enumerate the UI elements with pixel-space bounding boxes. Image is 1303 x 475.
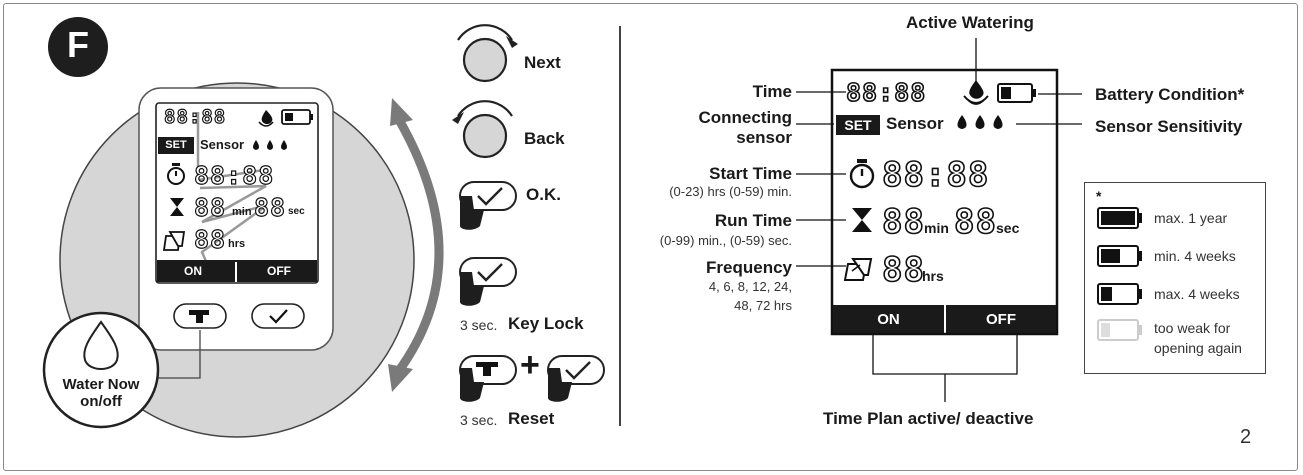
device-set-label: SET — [158, 137, 194, 154]
lcd-set-label: SET — [836, 115, 880, 135]
frequency-label: Frequency — [706, 258, 792, 277]
device-sec-unit: sec — [288, 206, 305, 217]
key-lock-label: Key Lock — [508, 314, 584, 333]
section-divider — [619, 26, 621, 426]
lcd-sec-unit: sec — [996, 220, 1020, 236]
reset-label: Reset — [508, 409, 555, 428]
lcd-on-segment: ON — [833, 305, 944, 333]
device-run-sec-digits: 88 — [253, 192, 287, 222]
lcd-freq-digits: 88 — [881, 249, 925, 291]
device-on-off-bar — [157, 260, 317, 282]
connecting-sensor-label-1: Connecting — [698, 108, 793, 127]
device-time-digits: 88:88 — [163, 105, 227, 128]
battery-condition-label: Battery Condition* — [1095, 85, 1245, 104]
start-time-range: (0-23) hrs (0-59) min. — [669, 184, 792, 199]
lcd-sensor-label: Sensor — [886, 114, 944, 133]
battery-legend-item-2: min. 4 weeks — [1154, 248, 1236, 264]
lcd-start-digits: 88:88 — [881, 154, 990, 196]
device-on-off-divider — [235, 262, 237, 282]
start-time-label: Start Time — [709, 164, 792, 183]
lcd-min-unit: min — [924, 220, 949, 236]
next-label: Next — [524, 53, 561, 72]
ok-label: O.K. — [526, 185, 561, 204]
frequency-values-1: 4, 6, 8, 12, 24, — [708, 279, 792, 294]
battery-legend-item-3: max. 4 weeks — [1154, 286, 1240, 302]
lcd-off-segment: OFF — [946, 305, 1056, 333]
lcd-on-label: ON — [877, 310, 900, 328]
battery-legend-item-4b: opening again — [1154, 340, 1242, 356]
device-start-digits: 88:88 — [193, 160, 275, 190]
run-time-range: (0-99) min., (0-59) sec. — [659, 233, 792, 248]
time-label: Time — [752, 82, 792, 101]
active-watering-label: Active Watering — [906, 13, 1034, 32]
reset-time: 3 sec. — [460, 412, 498, 428]
battery-legend-item-4a: too weak for — [1154, 320, 1231, 336]
device-hrs-unit: hrs — [228, 238, 246, 250]
device-off-label: OFF — [267, 264, 291, 278]
page-frame — [3, 3, 1298, 471]
device-min-unit: min — [232, 206, 252, 218]
battery-legend-asterisk: * — [1096, 188, 1102, 204]
sensor-sensitivity-label: Sensor Sensitivity — [1095, 117, 1243, 136]
lcd-run-sec-digits: 88 — [953, 201, 997, 243]
battery-legend — [1084, 182, 1266, 374]
battery-legend-icons — [1097, 207, 1142, 341]
device-sensor-label: Sensor — [200, 137, 245, 152]
lcd-run-min-digits: 88 — [881, 201, 925, 243]
connecting-sensor-label-2: sensor — [736, 128, 792, 147]
device-run-min-digits: 88 — [193, 192, 227, 222]
frequency-values-2: 48, 72 hrs — [734, 298, 792, 313]
back-label: Back — [524, 129, 565, 148]
run-time-label: Run Time — [714, 211, 792, 230]
device-freq-digits: 88 — [193, 224, 227, 254]
time-plan-label: Time Plan active/ deactive — [823, 409, 1034, 428]
page-number: 2 — [1240, 426, 1252, 448]
device-on-label: ON — [184, 264, 202, 278]
water-now-label: Water Now — [62, 376, 140, 393]
lcd-time-digits: 88:88 — [845, 77, 927, 108]
controls-illustration — [452, 24, 605, 402]
key-lock-time: 3 sec. — [460, 317, 498, 333]
plus-sign: + — [520, 346, 540, 384]
lcd-off-label: OFF — [986, 310, 1016, 328]
panel-letter: F — [67, 24, 89, 65]
battery-legend-item-1: max. 1 year — [1154, 210, 1228, 226]
water-now-sublabel: on/off — [80, 393, 122, 410]
lcd-hrs-unit: hrs — [922, 268, 944, 284]
